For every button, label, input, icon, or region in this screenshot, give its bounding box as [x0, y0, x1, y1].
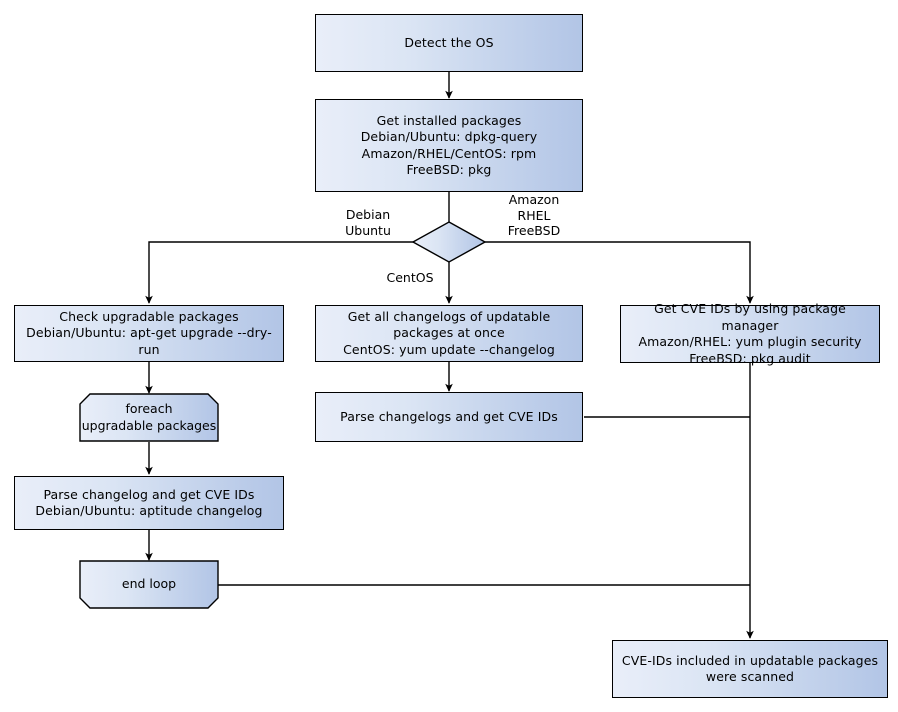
node-get-all-changelogs-label: Get all changelogs of updatable packages…	[343, 308, 555, 357]
node-foreach-loop[interactable]: foreach upgradable packages	[80, 394, 218, 441]
edge-label-debian-ubuntu: Debian Ubuntu	[345, 207, 391, 238]
node-end-loop[interactable]: end loop	[80, 561, 218, 608]
end-loop-shape	[79, 560, 219, 609]
edge-decision-to-get-cve	[485, 241, 754, 304]
decision-diamond-os	[411, 221, 487, 263]
node-detect-os[interactable]: Detect the OS	[315, 14, 583, 72]
node-foreach-loop-label: foreach upgradable packages	[81, 401, 217, 433]
edge-label-amazon-rhel-freebsd: Amazon RHEL FreeBSD	[507, 192, 561, 238]
foreach-loop-shape	[79, 393, 219, 442]
edge-label-centos: CentOS	[386, 270, 434, 285]
node-get-all-changelogs[interactable]: Get all changelogs of updatable packages…	[315, 305, 583, 362]
node-parse-changelog-left[interactable]: Parse changelog and get CVE IDs Debian/U…	[14, 476, 284, 530]
node-get-cve-ids-package-manager-label: Get CVE IDs by using package manager Ama…	[638, 301, 862, 366]
node-get-cve-ids-package-manager[interactable]: Get CVE IDs by using package manager Ama…	[620, 301, 880, 366]
node-end-loop-label: end loop	[121, 576, 177, 592]
node-check-upgradable-packages[interactable]: Check upgradable packages Debian/Ubuntu:…	[14, 305, 284, 362]
node-parse-changelog-left-label: Parse changelog and get CVE IDs Debian/U…	[35, 486, 263, 519]
node-scanned-result[interactable]: CVE-IDs included in updatable packages w…	[612, 640, 888, 698]
node-parse-changelogs-mid-label: Parse changelogs and get CVE IDs	[340, 408, 558, 424]
node-get-installed-packages-label: Get installed packages Debian/Ubuntu: dp…	[360, 112, 538, 178]
node-detect-os-label: Detect the OS	[404, 34, 494, 50]
node-parse-changelogs-mid[interactable]: Parse changelogs and get CVE IDs	[315, 392, 583, 442]
edge-decision-to-check-upgradable	[145, 241, 415, 304]
node-get-installed-packages[interactable]: Get installed packages Debian/Ubuntu: dp…	[315, 99, 583, 192]
node-scanned-result-label: CVE-IDs included in updatable packages w…	[621, 652, 879, 685]
node-check-upgradable-packages-label: Check upgradable packages Debian/Ubuntu:…	[26, 308, 272, 357]
